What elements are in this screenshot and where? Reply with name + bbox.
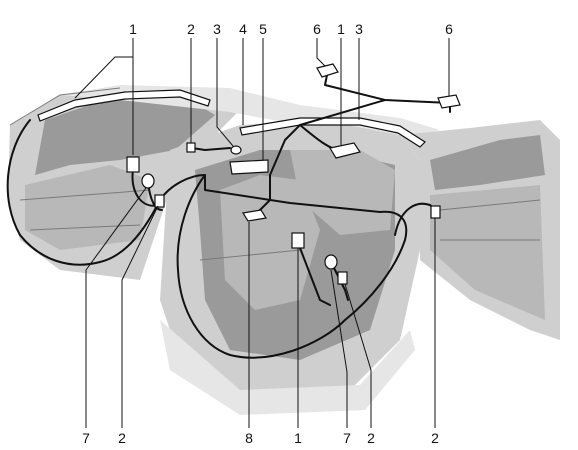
airbag-module-icon [291, 232, 305, 249]
callout-5: 5 [259, 21, 267, 37]
callout-6: 6 [445, 21, 453, 37]
sensor-icon [141, 173, 155, 189]
airbag-module-icon [229, 159, 269, 175]
callout-3: 3 [355, 21, 363, 37]
callout-labels-bottom: 7 2 8 1 7 2 2 [82, 430, 439, 446]
car-body [8, 85, 560, 415]
callout-7: 7 [82, 430, 90, 446]
callout-6: 6 [313, 21, 321, 37]
airbag-module-icon [329, 142, 361, 159]
connector-icon [154, 194, 165, 208]
leader-lines [74, 38, 450, 428]
callout-1: 1 [129, 21, 137, 37]
connector-icon [337, 271, 348, 285]
curtain-airbag-right [239, 117, 426, 148]
callout-2: 2 [431, 430, 439, 446]
callout-2: 2 [367, 430, 375, 446]
callout-4: 4 [239, 21, 247, 37]
callout-8: 8 [245, 430, 253, 446]
airbag-module-icon [230, 145, 242, 155]
control-unit-icon [242, 209, 267, 222]
callout-labels-top: 1 2 3 4 5 6 1 3 6 [129, 21, 453, 37]
callout-3: 3 [213, 21, 221, 37]
airbag-module-icon [126, 156, 140, 173]
sensor-icon [324, 254, 338, 270]
sensor-icon [186, 142, 196, 153]
curtain-airbags [37, 89, 426, 148]
connector-icon [430, 205, 441, 219]
callout-2: 2 [118, 430, 126, 446]
control-unit-icon [437, 94, 461, 109]
curtain-airbag-left [37, 89, 211, 122]
callout-1: 1 [294, 430, 302, 446]
components [126, 63, 461, 285]
callout-2: 2 [187, 21, 195, 37]
callout-1: 1 [337, 21, 345, 37]
control-unit-icon [316, 63, 339, 78]
callout-7: 7 [343, 430, 351, 446]
